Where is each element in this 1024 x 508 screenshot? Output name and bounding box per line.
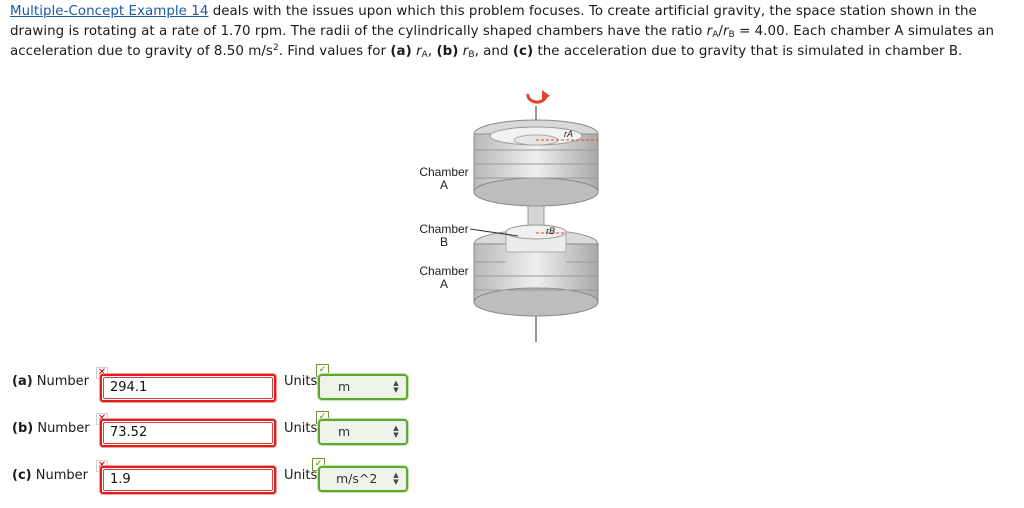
problem-text-4: , — [427, 44, 437, 59]
select-arrows-icon: ▲▼ — [393, 379, 399, 394]
sub-b: B — [728, 30, 735, 40]
problem-text-2: = 4.00. Each chamber A simulates an acce… — [10, 24, 994, 59]
units-label-a: Units — [284, 374, 318, 389]
label-rA: rA — [564, 129, 573, 139]
space-station-drawing — [469, 90, 599, 342]
sub-a: A — [712, 30, 719, 40]
number-value-b[interactable]: 73.52 — [110, 425, 148, 440]
problem-text-1: deals with the issues upon which this pr… — [10, 4, 977, 39]
answer-row-c: (c) Number ✕ 1.9 Units ✓ m/s^2 ▲▼ — [0, 458, 420, 508]
problem-text-5: , and — [474, 44, 513, 59]
ratio-rB: r — [722, 24, 729, 39]
part-a-sub: A — [421, 50, 428, 60]
row-b-label: (b) Number — [12, 421, 90, 436]
rotation-arrow-icon — [526, 90, 550, 104]
units-select-a-value: m — [338, 379, 351, 394]
units-select-c[interactable]: m/s^2 ▲▼ — [318, 466, 408, 492]
ratio-slash: / — [718, 24, 723, 39]
units-label-b: Units — [284, 421, 318, 436]
problem-statement: Multiple-Concept Example 14 deals with t… — [10, 2, 1015, 62]
problem-text-3: . Find values for — [278, 44, 391, 59]
units-select-b[interactable]: m ▲▼ — [318, 419, 408, 445]
select-arrows-icon: ▲▼ — [393, 471, 399, 486]
units-label-c: Units — [284, 468, 318, 483]
answer-row-b: (b) Number ✕ 73.52 Units ✓ m ▲▼ — [0, 411, 420, 461]
part-c-label: (c) — [512, 44, 534, 59]
part-b-label: (b) — [436, 44, 459, 59]
number-value-c[interactable]: 1.9 — [110, 472, 131, 487]
units-select-b-value: m — [338, 424, 351, 439]
chamber-a-bottom — [473, 224, 599, 317]
part-b-var: r — [462, 44, 469, 59]
ratio-rA: r — [706, 24, 713, 39]
units-select-a[interactable]: m ▲▼ — [318, 374, 408, 400]
number-input-a[interactable]: 294.1 — [100, 374, 276, 402]
chamber-b-pointer — [469, 228, 519, 237]
row-a-label: (a) Number — [12, 374, 90, 389]
chamber-a-top — [473, 119, 599, 207]
part-b-sub: B — [468, 50, 475, 60]
number-input-b[interactable]: 73.52 — [100, 419, 276, 447]
part-a-label: (a) — [390, 44, 412, 59]
problem-text-6: the acceleration due to gravity that is … — [533, 44, 963, 59]
sup-2: 2 — [272, 43, 279, 53]
units-select-c-value: m/s^2 — [336, 471, 378, 486]
example-link[interactable]: Multiple-Concept Example 14 — [10, 4, 209, 19]
select-arrows-icon: ▲▼ — [393, 424, 399, 439]
answer-row-a: (a) Number ✕ 294.1 Units ✓ m ▲▼ — [0, 364, 420, 414]
label-rB: rB — [546, 226, 555, 236]
number-input-c[interactable]: 1.9 — [100, 466, 276, 494]
part-a-var: r — [416, 44, 422, 59]
number-value-a[interactable]: 294.1 — [110, 380, 148, 395]
row-c-label: (c) Number — [12, 468, 88, 483]
